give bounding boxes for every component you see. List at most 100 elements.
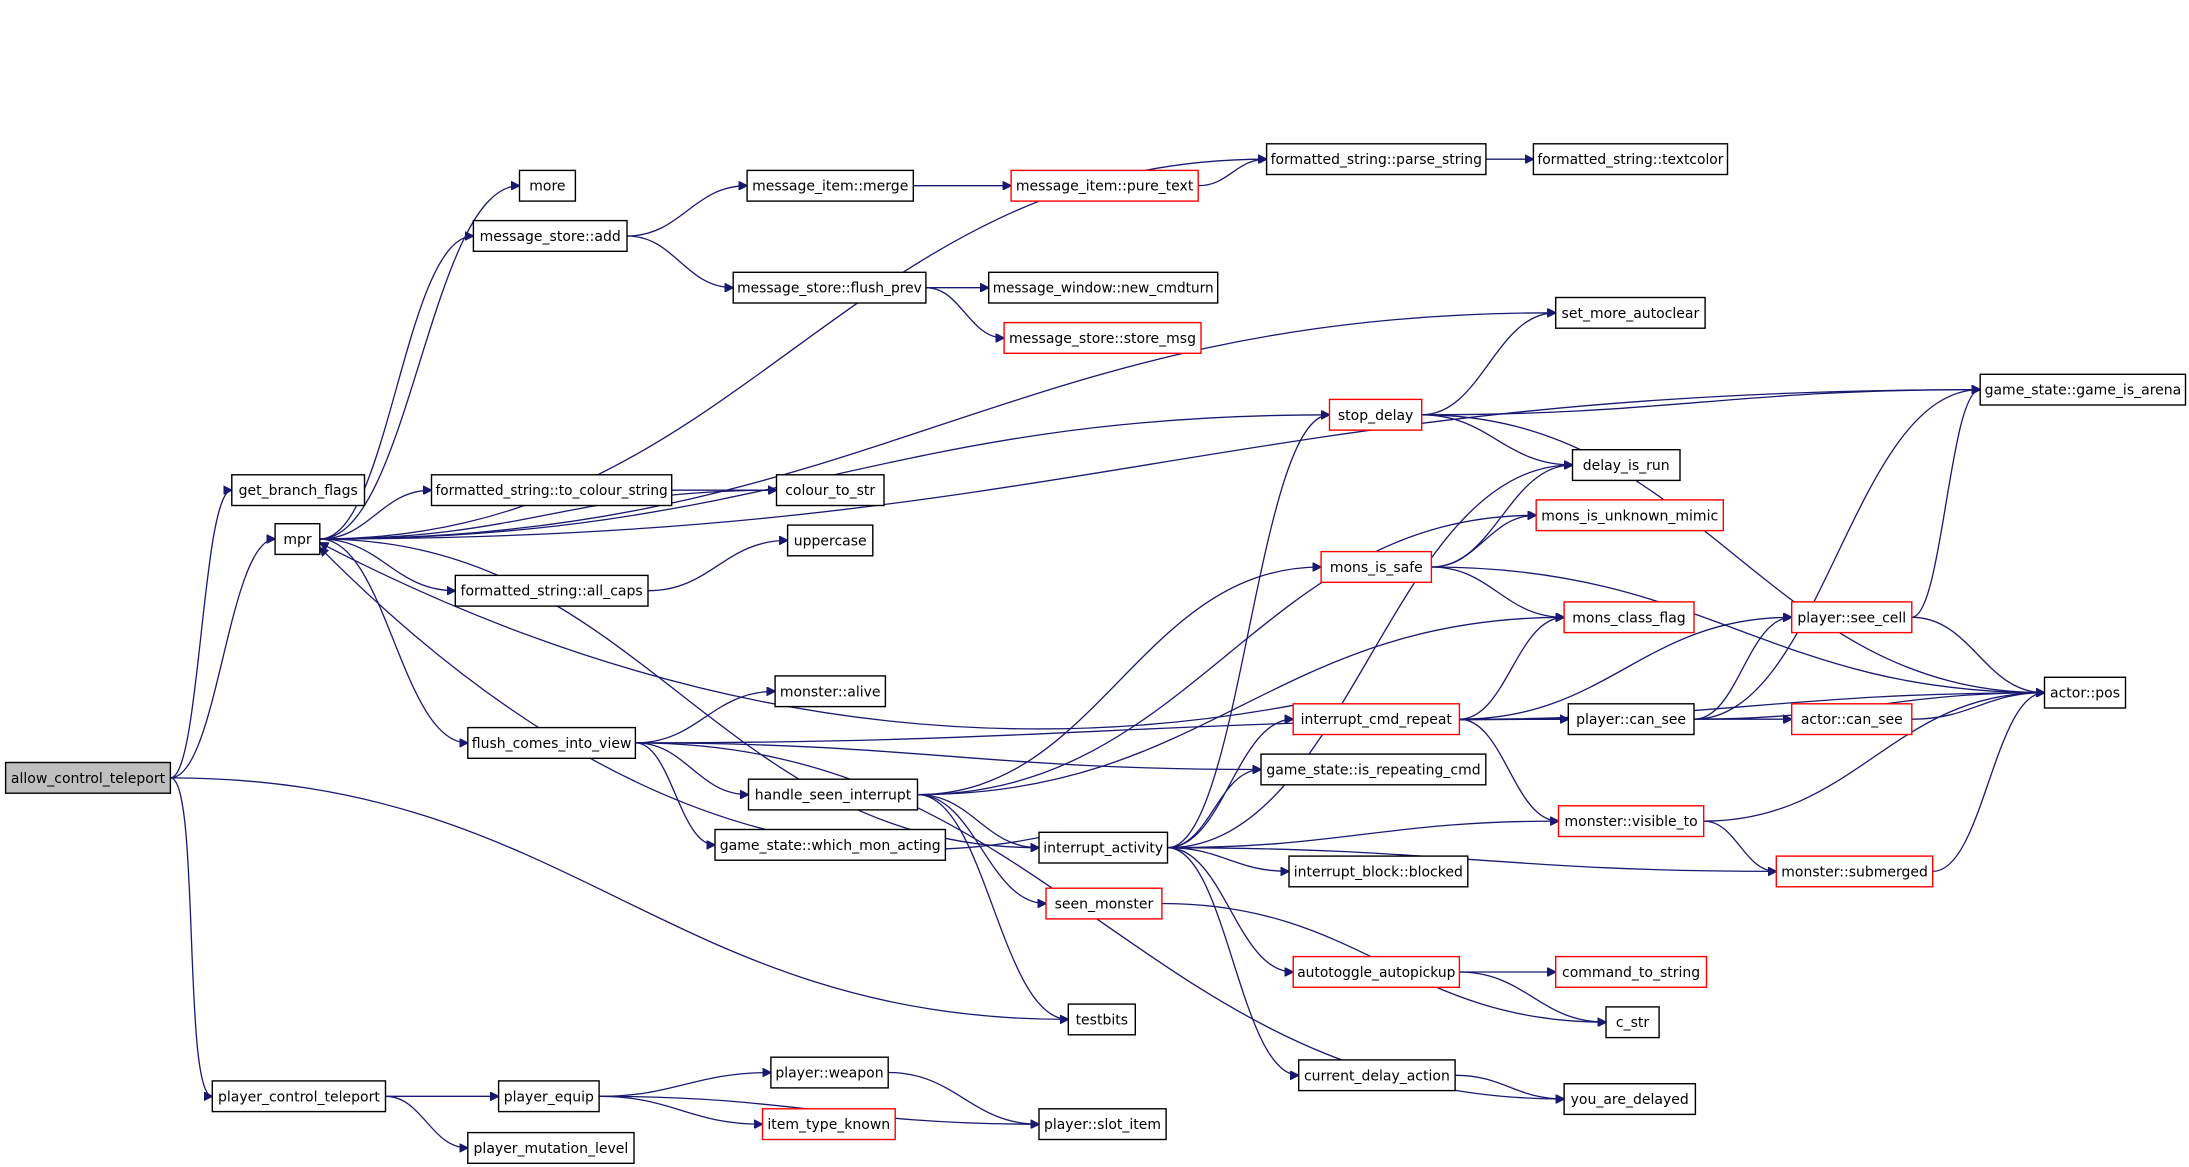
node-message-store-store-msg[interactable]: message_store::store_msg bbox=[1003, 321, 1202, 355]
node-mons-is-safe[interactable]: mons_is_safe bbox=[1320, 550, 1433, 583]
node-box[interactable] bbox=[518, 169, 577, 202]
node-box[interactable] bbox=[1288, 855, 1469, 888]
node-box[interactable] bbox=[775, 474, 885, 507]
node-player-mutation-level[interactable]: player_mutation_level bbox=[467, 1131, 635, 1164]
node-box[interactable] bbox=[1790, 601, 1913, 634]
node-box[interactable] bbox=[1003, 321, 1202, 355]
node-box[interactable] bbox=[1554, 296, 1706, 329]
node-more[interactable]: more bbox=[518, 169, 577, 202]
node-seen-monster[interactable]: seen_monster bbox=[1045, 887, 1163, 920]
node-box[interactable] bbox=[472, 219, 628, 253]
node-player-weapon[interactable]: player::weapon bbox=[770, 1056, 889, 1089]
node-box[interactable] bbox=[1535, 499, 1724, 532]
node-delay-is-run[interactable]: delay_is_run bbox=[1571, 449, 1681, 482]
node-monster-submerged[interactable]: monster::submerged bbox=[1775, 855, 1934, 888]
node-box[interactable] bbox=[1297, 1059, 1456, 1092]
node-box[interactable] bbox=[430, 474, 673, 507]
node-box[interactable] bbox=[1328, 398, 1423, 431]
node-uppercase[interactable]: uppercase bbox=[786, 524, 874, 557]
node-box[interactable] bbox=[770, 1056, 889, 1089]
node-set-more-autoclear[interactable]: set_more_autoclear bbox=[1554, 296, 1706, 329]
node-game-state-which-mon-acting[interactable]: game_state::which_mon_acting bbox=[714, 828, 947, 861]
node-box[interactable] bbox=[1260, 753, 1487, 786]
node-mons-class-flag[interactable]: mons_class_flag bbox=[1563, 601, 1695, 634]
node-box[interactable] bbox=[1557, 805, 1705, 838]
node-box[interactable] bbox=[2043, 676, 2127, 709]
node-player-slot-item[interactable]: player::slot_item bbox=[1038, 1108, 1167, 1141]
node-box[interactable] bbox=[1067, 1003, 1137, 1036]
node-actor-pos[interactable]: actor::pos bbox=[2043, 676, 2127, 709]
node-game-state-game-is-arena[interactable]: game_state::game_is_arena bbox=[1979, 373, 2187, 406]
node-box[interactable] bbox=[746, 169, 914, 202]
node-box[interactable] bbox=[774, 675, 887, 708]
node-box[interactable] bbox=[1320, 550, 1433, 583]
node-get-branch-flags[interactable]: get_branch_flags bbox=[231, 474, 366, 507]
node-autotoggle-autopickup[interactable]: autotoggle_autopickup bbox=[1292, 955, 1461, 988]
node-box[interactable] bbox=[211, 1080, 387, 1113]
node-message-item-merge[interactable]: message_item::merge bbox=[746, 169, 914, 202]
node-flush-comes-into-view[interactable]: flush_comes_into_view bbox=[467, 726, 637, 759]
node-box[interactable] bbox=[732, 271, 927, 304]
node-box[interactable] bbox=[1775, 855, 1934, 888]
node-box[interactable] bbox=[1554, 955, 1708, 988]
node-c-str[interactable]: c_str bbox=[1605, 1006, 1660, 1039]
node-game-state-is-repeating-cmd[interactable]: game_state::is_repeating_cmd bbox=[1260, 753, 1487, 786]
node-box[interactable] bbox=[1292, 955, 1461, 988]
node-box[interactable] bbox=[1292, 703, 1461, 736]
node-box[interactable] bbox=[747, 778, 919, 811]
node-colour-to-str[interactable]: colour_to_str bbox=[775, 474, 885, 507]
node-player-control-teleport[interactable]: player_control_teleport bbox=[211, 1080, 387, 1113]
node-interrupt-activity[interactable]: interrupt_activity bbox=[1038, 831, 1169, 864]
node-box[interactable] bbox=[1563, 601, 1695, 634]
node-box[interactable] bbox=[1567, 703, 1695, 736]
node-box[interactable] bbox=[497, 1080, 600, 1113]
node-box[interactable] bbox=[786, 524, 874, 557]
node-player-equip[interactable]: player_equip bbox=[497, 1080, 600, 1113]
node-mpr[interactable]: mpr bbox=[274, 523, 321, 556]
node-box[interactable] bbox=[1038, 831, 1169, 864]
node-you-are-delayed[interactable]: you_are_delayed bbox=[1563, 1082, 1697, 1116]
node-box[interactable] bbox=[1010, 169, 1199, 202]
node-current-delay-action[interactable]: current_delay_action bbox=[1297, 1059, 1456, 1092]
node-interrupt-cmd-repeat[interactable]: interrupt_cmd_repeat bbox=[1292, 703, 1461, 736]
node-box[interactable] bbox=[714, 828, 947, 861]
node-box[interactable] bbox=[467, 726, 637, 759]
node-box[interactable] bbox=[1605, 1006, 1660, 1039]
node-formatted-string-textcolor[interactable]: formatted_string::textcolor bbox=[1532, 143, 1729, 176]
node-message-store-flush-prev[interactable]: message_store::flush_prev bbox=[732, 271, 927, 304]
node-box[interactable] bbox=[1571, 449, 1681, 482]
node-box[interactable] bbox=[1038, 1108, 1167, 1141]
node-box[interactable] bbox=[1045, 887, 1163, 920]
node-box[interactable] bbox=[274, 523, 321, 556]
node-box[interactable] bbox=[1979, 373, 2187, 406]
node-monster-visible-to[interactable]: monster::visible_to bbox=[1557, 805, 1705, 838]
node-box[interactable] bbox=[4, 761, 172, 794]
node-item-type-known[interactable]: item_type_known bbox=[761, 1108, 896, 1141]
node-box[interactable] bbox=[1790, 703, 1913, 736]
node-stop-delay[interactable]: stop_delay bbox=[1328, 398, 1423, 431]
node-allow-control-teleport[interactable]: allow_control_teleport bbox=[4, 761, 172, 794]
node-player-can-see[interactable]: player::can_see bbox=[1567, 703, 1695, 736]
node-formatted-string-all-caps[interactable]: formatted_string::all_caps bbox=[454, 574, 649, 607]
node-box[interactable] bbox=[467, 1131, 635, 1164]
node-interrupt-block-blocked[interactable]: interrupt_block::blocked bbox=[1288, 855, 1469, 888]
node-box[interactable] bbox=[231, 474, 366, 507]
node-message-item-pure-text[interactable]: message_item::pure_text bbox=[1010, 169, 1199, 202]
node-testbits[interactable]: testbits bbox=[1067, 1003, 1137, 1036]
node-box[interactable] bbox=[1563, 1082, 1697, 1116]
node-mons-is-unknown-mimic[interactable]: mons_is_unknown_mimic bbox=[1535, 499, 1724, 532]
node-box[interactable] bbox=[1532, 143, 1729, 176]
node-message-window-new-cmdturn[interactable]: message_window::new_cmdturn bbox=[988, 271, 1219, 304]
node-actor-can-see[interactable]: actor::can_see bbox=[1790, 703, 1913, 736]
node-box[interactable] bbox=[454, 574, 649, 607]
node-formatted-string-parse-string[interactable]: formatted_string::parse_string bbox=[1265, 143, 1487, 176]
node-player-see-cell[interactable]: player::see_cell bbox=[1790, 601, 1913, 634]
node-monster-alive[interactable]: monster::alive bbox=[774, 675, 887, 708]
node-box[interactable] bbox=[1265, 143, 1487, 176]
node-message-store-add[interactable]: message_store::add bbox=[472, 219, 628, 253]
node-handle-seen-interrupt[interactable]: handle_seen_interrupt bbox=[747, 778, 919, 811]
node-box[interactable] bbox=[761, 1108, 896, 1141]
node-command-to-string[interactable]: command_to_string bbox=[1554, 955, 1708, 988]
node-formatted-string-to-colour-string[interactable]: formatted_string::to_colour_string bbox=[430, 474, 673, 507]
node-box[interactable] bbox=[988, 271, 1219, 304]
